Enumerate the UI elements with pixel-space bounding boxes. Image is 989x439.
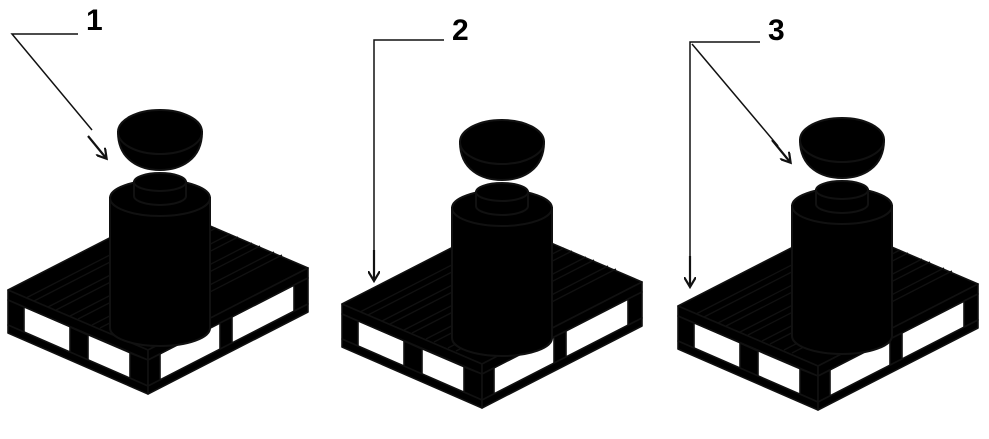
figure-2: 2 bbox=[341, 14, 643, 409]
figure-2-label: 2 bbox=[452, 14, 469, 47]
figure-3-label: 3 bbox=[768, 14, 785, 47]
figure-1-label: 1 bbox=[86, 4, 103, 37]
figure-1: 1 bbox=[7, 4, 309, 395]
figure-3-leader-diagonal bbox=[691, 43, 779, 147]
figure-1-leader-line bbox=[10, 33, 93, 131]
weight-2 bbox=[451, 119, 553, 357]
weight-1 bbox=[109, 109, 211, 347]
figure-3: 3 bbox=[677, 14, 979, 411]
figure-3-leader-line bbox=[689, 41, 760, 256]
figure-1-arrow bbox=[87, 135, 106, 158]
weight-3 bbox=[791, 117, 893, 355]
figure-2-leader-line bbox=[373, 39, 444, 250]
figure-3-arrow-knob bbox=[771, 139, 790, 162]
